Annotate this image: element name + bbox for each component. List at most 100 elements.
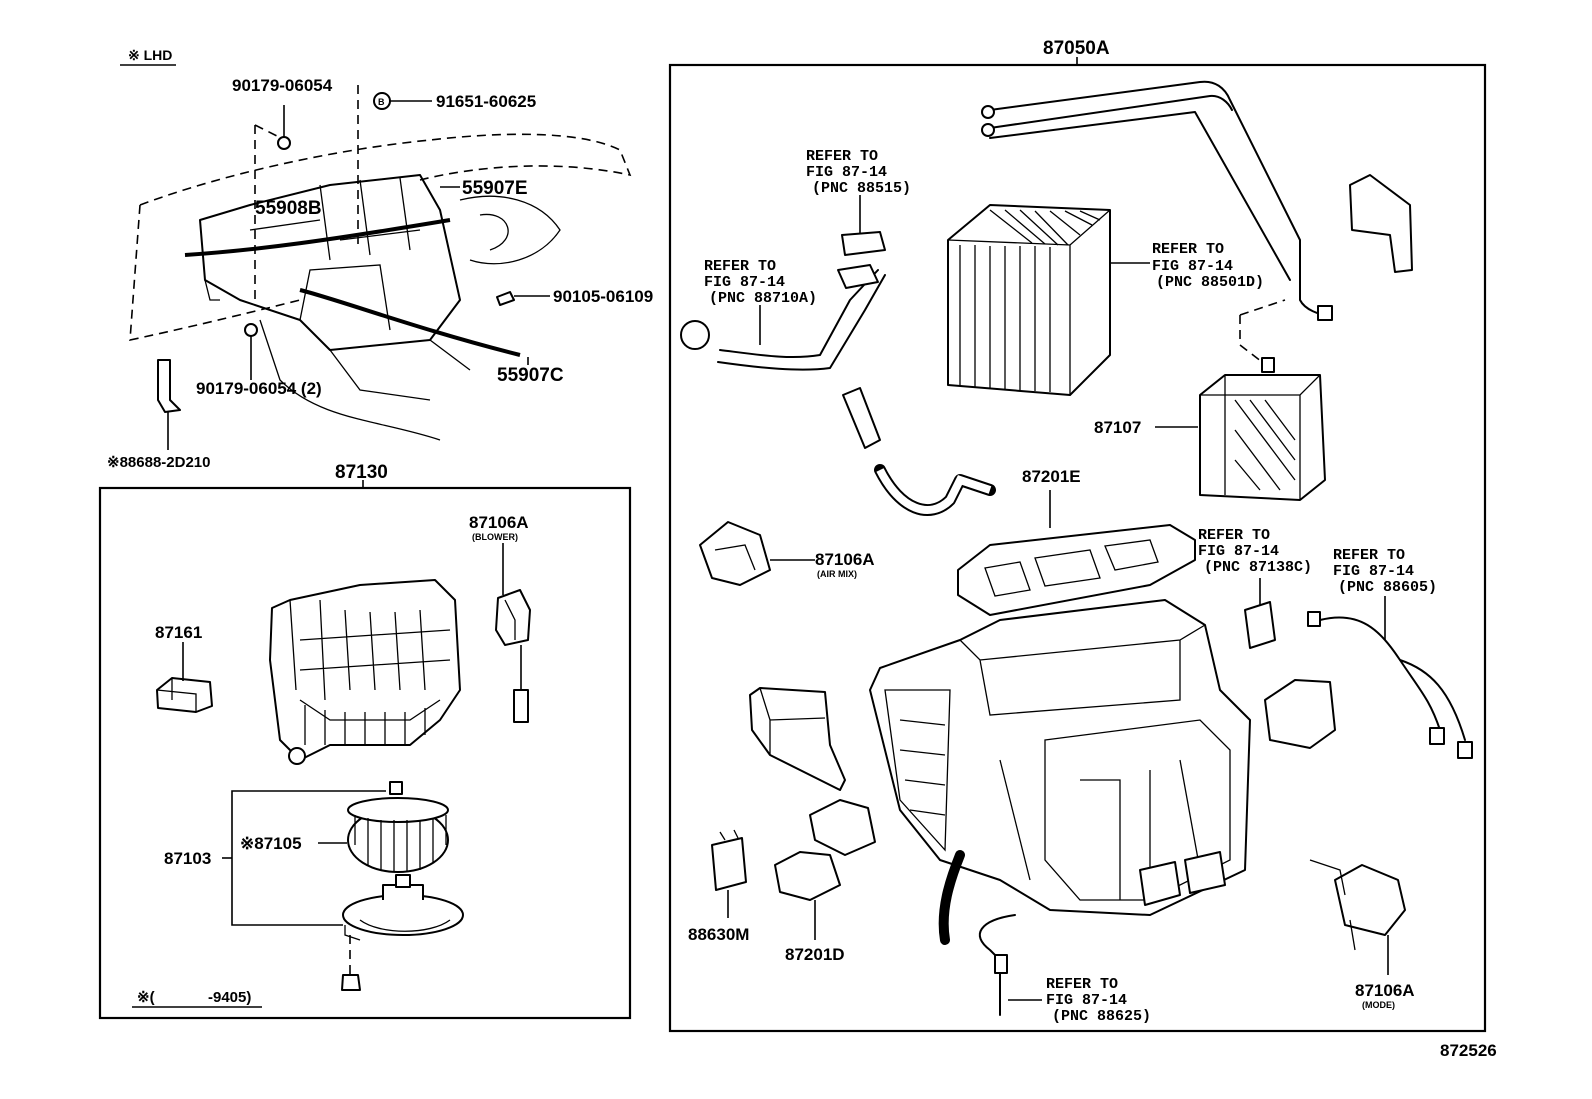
side-duct-right <box>1264 679 1336 749</box>
clip-icon <box>244 323 258 337</box>
ref-88515: REFER TO FIG 87-14 (PNC 88515) <box>806 148 911 197</box>
svg-text:FIG 87-14: FIG 87-14 <box>1046 992 1127 1009</box>
svg-text:REFER TO: REFER TO <box>1198 527 1270 544</box>
svg-text:REFER TO: REFER TO <box>1333 547 1405 564</box>
harness-88605-branch <box>1399 659 1466 741</box>
label-87201e: 87201E <box>1022 467 1081 486</box>
sensor-88625 <box>978 914 1016 1016</box>
heater-unit-in-dash <box>199 174 561 441</box>
label-87106a-blower: 87106A <box>469 513 529 532</box>
label-88688-2d210: ※88688-2D210 <box>107 454 210 471</box>
blower-motor <box>342 874 464 941</box>
svg-text:(PNC 88515): (PNC 88515) <box>812 180 911 197</box>
svg-text:(PNC 88625): (PNC 88625) <box>1052 1008 1151 1025</box>
bolt-mark: B <box>378 97 385 107</box>
screw-icon <box>496 291 515 306</box>
ref-88710a: REFER TO FIG 87-14 (PNC 88710A) <box>704 258 817 307</box>
drain-valve <box>842 387 881 449</box>
heater-core-dash <box>1239 315 1263 363</box>
evaporator <box>947 204 1150 396</box>
bracket-top-right <box>1349 174 1413 273</box>
amplifier-88630m <box>711 837 747 891</box>
dashboard-assembly-group: ※ LHD B <box>107 47 653 471</box>
heater-core-87107: 87107 <box>1094 357 1326 501</box>
svg-text:REFER TO: REFER TO <box>704 258 776 275</box>
heater-core-dash-2 <box>1239 299 1286 316</box>
label-90105-06109: 90105-06109 <box>553 287 653 306</box>
cable-55908b <box>184 218 451 257</box>
blower-box-frame <box>98 486 632 1020</box>
svg-text:(PNC 88605): (PNC 88605) <box>1338 579 1437 596</box>
ref-88501d: REFER TO FIG 87-14 (PNC 88501D) <box>1152 241 1264 291</box>
harness-plug-b <box>1429 727 1445 745</box>
harness-plug-c <box>1457 741 1473 759</box>
svg-text:FIG 87-14: FIG 87-14 <box>806 164 887 181</box>
blower-box-group: 87130 87161 87106A (BLOWER) <box>98 462 632 1020</box>
label-90179-06054-top: 90179-06054 <box>232 76 333 95</box>
fan-wheel-87105 <box>347 781 449 873</box>
label-87103: 87103 <box>164 849 211 868</box>
duct-piece-upper <box>809 799 876 856</box>
footnote-range: -9405) <box>208 989 251 1006</box>
unit-box-group: 87050A 87107 <box>668 38 1487 1033</box>
connector-87138c <box>1244 601 1276 649</box>
svg-text:REFER TO: REFER TO <box>1046 976 1118 993</box>
svg-text:(PNC 88501D): (PNC 88501D) <box>1156 274 1264 291</box>
upper-case-87201e: 87201E <box>957 467 1196 616</box>
servo-blower: 87106A (BLOWER) <box>469 513 531 723</box>
servo-airmix: 87106A (AIR MIX) <box>699 521 875 586</box>
hvac-case-main <box>869 599 1251 916</box>
clip-icon <box>277 136 291 150</box>
svg-text:FIG 87-14: FIG 87-14 <box>704 274 785 291</box>
label-91651-60625: 91651-60625 <box>436 92 536 111</box>
diagram-code: 872526 <box>1440 1041 1497 1060</box>
harness-88605 <box>1319 616 1441 731</box>
label-87105: ※87105 <box>240 834 302 853</box>
dashboard-outline-top <box>139 133 632 206</box>
bracket-icon <box>157 359 181 413</box>
drain-hose-fill <box>876 468 992 514</box>
lhd-note: ※ LHD <box>128 47 172 63</box>
label-55907c: 55907C <box>497 365 564 386</box>
blower-box-title: 87130 <box>335 462 388 483</box>
svg-text:FIG 87-14: FIG 87-14 <box>1198 543 1279 560</box>
side-duct-left-detail <box>759 687 826 755</box>
refrigerant-pipes <box>981 80 1333 321</box>
ref-88605: REFER TO FIG 87-14 (PNC 88605) <box>1333 547 1437 596</box>
label-55907e: 55907E <box>462 178 528 199</box>
label-87106a-airmix-note: (AIR MIX) <box>817 569 857 579</box>
side-duct-left <box>749 687 846 791</box>
amplifier-pins <box>719 829 739 841</box>
label-90179-06054-bottom: 90179-06054 (2) <box>196 379 322 398</box>
sensor-88625-plug <box>994 954 1008 974</box>
valve-88515 <box>841 195 886 256</box>
drain-hose-low <box>938 850 965 945</box>
blower-housing <box>269 579 461 765</box>
svg-text:FIG 87-14: FIG 87-14 <box>1152 258 1233 275</box>
label-55908b: 55908B <box>255 198 322 219</box>
motor-screw-icon <box>341 974 361 991</box>
label-87106a-mode: 87106A <box>1355 981 1415 1000</box>
pipe-88710a <box>680 264 886 371</box>
footnote-mark: ※( <box>137 989 155 1006</box>
label-88630m: 88630M <box>688 925 749 944</box>
label-87201d: 87201D <box>785 945 845 964</box>
svg-text:REFER TO: REFER TO <box>1152 241 1224 258</box>
label-87106a-mode-note: (MODE) <box>1362 1000 1395 1010</box>
dashboard-outline-left <box>129 204 301 342</box>
svg-text:FIG 87-14: FIG 87-14 <box>1333 563 1414 580</box>
svg-text:(PNC 87138C): (PNC 87138C) <box>1204 559 1312 576</box>
label-87106a-airmix: 87106A <box>815 550 875 569</box>
svg-text:REFER TO: REFER TO <box>806 148 878 165</box>
duct-piece-87201d <box>774 851 841 901</box>
unit-box-title: 87050A <box>1043 38 1110 59</box>
label-87161: 87161 <box>155 623 202 642</box>
mount-dash-3 <box>254 124 286 141</box>
harness-plug-a <box>1307 611 1321 627</box>
ref-88625: REFER TO FIG 87-14 (PNC 88625) <box>1046 976 1151 1025</box>
svg-text:(PNC 88710A): (PNC 88710A) <box>709 290 817 307</box>
label-87107: 87107 <box>1094 418 1141 437</box>
resistor-87161: 87161 <box>155 623 213 713</box>
cable-55907c <box>299 288 521 357</box>
